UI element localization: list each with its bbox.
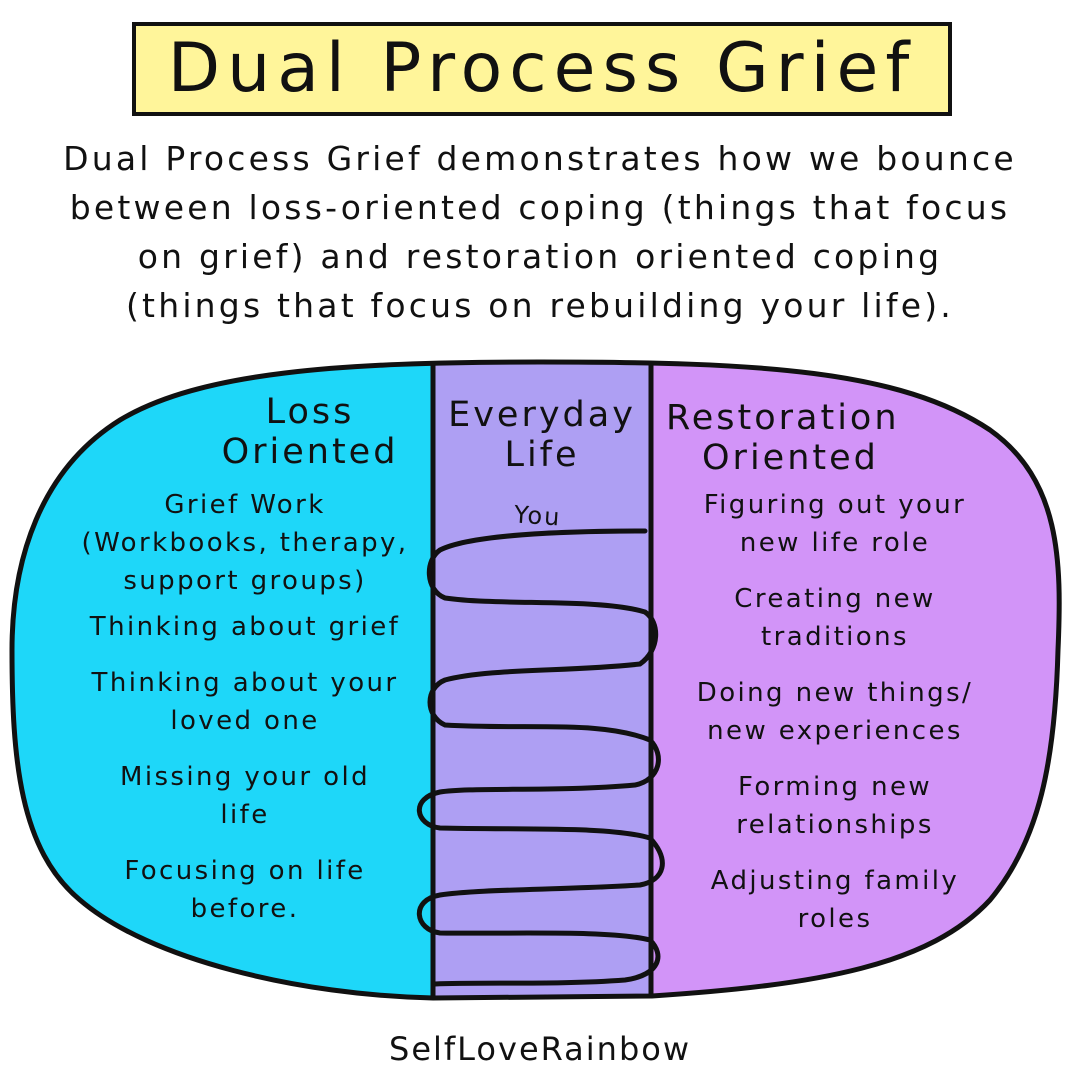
item-line: new experiences (707, 716, 963, 746)
loss-item-thinking-loved-one: Thinking about your loved one (55, 664, 435, 740)
restoration-heading-line: Restoration (666, 398, 900, 438)
loss-item-focusing-before: Focusing on life before. (55, 852, 435, 928)
restoration-item-family-roles: Adjusting family roles (660, 862, 1010, 938)
item-line: before. (190, 894, 300, 924)
item-line: Figuring out your (703, 490, 967, 520)
item-line: Grief Work (164, 490, 326, 520)
everyday-heading: Everyday Life (433, 395, 651, 475)
item-line: Thinking about your (91, 668, 399, 698)
item-line: (Workbooks, therapy, (81, 528, 409, 558)
item-line: roles (797, 904, 873, 934)
everyday-heading-line: Everyday (448, 395, 636, 435)
intro-line: on grief) and restoration oriented copin… (137, 237, 943, 276)
item-line: Creating new (734, 584, 936, 614)
item-line: support groups) (123, 566, 367, 596)
restoration-item-traditions: Creating new traditions (660, 580, 1010, 656)
loss-region (12, 362, 433, 998)
item-line: Focusing on life (124, 856, 366, 886)
loss-heading: Loss Oriented (180, 392, 440, 472)
item-line: new life role (739, 528, 931, 558)
item-line: life (220, 800, 270, 830)
page-title: Dual Process Grief (167, 29, 917, 108)
intro-line: Dual Process Grief demonstrates how we b… (63, 139, 1017, 178)
restoration-item-relationships: Forming new relationships (660, 768, 1010, 844)
title-box: Dual Process Grief (132, 22, 952, 116)
restoration-region (651, 362, 1060, 998)
loss-items: Grief Work (Workbooks, therapy, support … (55, 486, 435, 928)
loss-heading-line: Oriented (221, 432, 399, 472)
item-line: traditions (761, 622, 909, 652)
loss-item-grief-work: Grief Work (Workbooks, therapy, support … (55, 486, 435, 600)
item-line: Adjusting family (710, 866, 960, 896)
intro-line: between loss-oriented coping (things tha… (69, 188, 1011, 227)
loss-heading-line: Loss (265, 392, 355, 432)
item-line: Thinking about grief (89, 612, 401, 642)
footer-credit: SelfLoveRainbow (389, 1030, 691, 1068)
restoration-items: Figuring out your new life role Creating… (660, 486, 1010, 938)
everyday-heading-line: Life (504, 435, 580, 475)
loss-item-missing-old-life: Missing your old life (55, 758, 435, 834)
item-line: Doing new things/ (696, 678, 974, 708)
you-label: You (513, 500, 563, 532)
restoration-item-life-role: Figuring out your new life role (660, 486, 1010, 562)
item-line: Forming new (737, 772, 933, 802)
restoration-heading-line: Oriented (702, 438, 879, 478)
restoration-heading: Restoration Oriented (660, 398, 940, 478)
blob-outline (9, 359, 1062, 1001)
you-path-squiggle (416, 528, 665, 987)
restoration-item-new-experiences: Doing new things/ new experiences (660, 674, 1010, 750)
intro-paragraph: Dual Process Grief demonstrates how we b… (0, 134, 1080, 330)
item-line: Missing your old (120, 762, 370, 792)
intro-line: (things that focus on rebuilding your li… (125, 286, 954, 325)
item-line: relationships (736, 810, 934, 840)
item-line: loved one (170, 706, 320, 736)
loss-item-thinking-grief: Thinking about grief (55, 608, 435, 646)
